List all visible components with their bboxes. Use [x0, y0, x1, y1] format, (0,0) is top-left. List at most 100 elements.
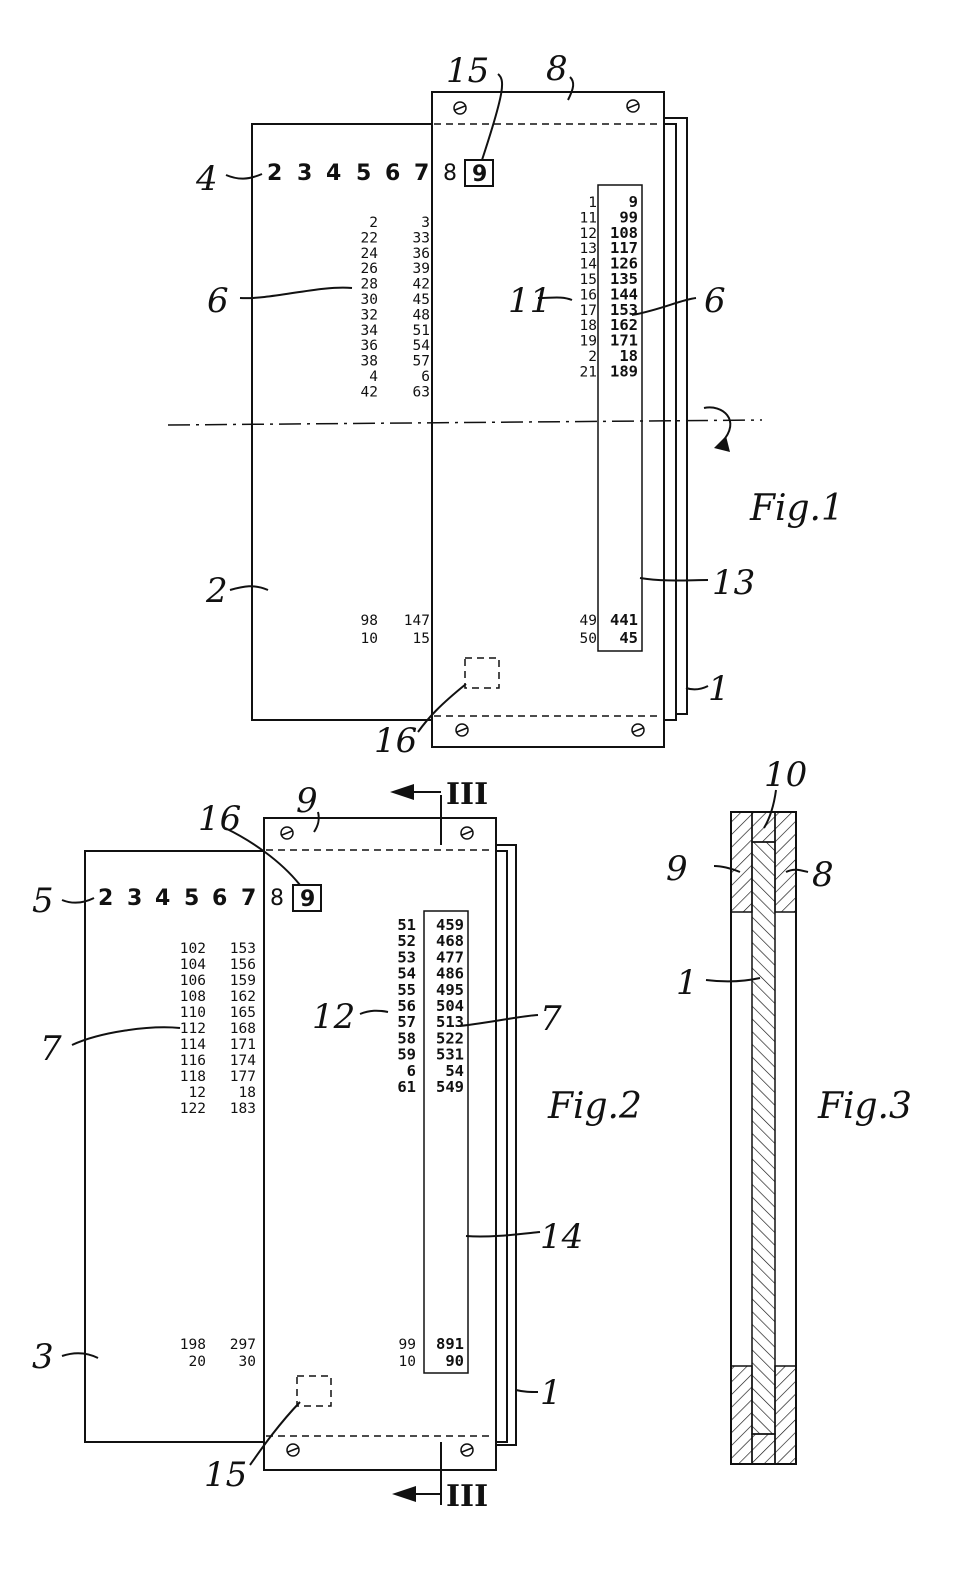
section-mark: III — [446, 777, 488, 812]
table-cell: 122 — [180, 1101, 206, 1117]
leader-line — [705, 977, 761, 983]
table-cell: 54 — [445, 1062, 464, 1080]
table-cell: 58 — [397, 1029, 416, 1047]
jaw-9-top — [730, 811, 753, 913]
header-digit: 6 — [212, 886, 227, 911]
header-digit: 3 — [297, 161, 312, 186]
table-cell: 57 — [413, 354, 430, 370]
dashed-square-15 — [296, 1375, 332, 1407]
table-cell: 52 — [397, 932, 416, 950]
table-cell: 177 — [230, 1069, 256, 1085]
table-cell: 522 — [436, 1029, 464, 1047]
table-cell: 189 — [610, 362, 638, 380]
table-cell: 102 — [180, 941, 206, 957]
box-16 — [292, 884, 322, 912]
table-cell: 30 — [361, 292, 378, 308]
table-cell: 15 — [413, 631, 430, 647]
screw-icon — [453, 101, 467, 115]
slider-8 — [431, 91, 665, 748]
table-cell: 162 — [610, 316, 638, 334]
table-cell: 57 — [397, 1013, 416, 1031]
leader-line — [417, 683, 467, 733]
table-cell: 10 — [361, 631, 378, 647]
figure-3: 10 9 8 1 Fig.3 — [666, 755, 912, 1465]
figure-2: III III 2 3 4 5 6 7 8 9 1021041061081101… — [32, 777, 642, 1514]
table-cell: 531 — [436, 1046, 464, 1064]
table-cell: 39 — [413, 261, 430, 277]
table-cell: 50 — [580, 631, 597, 647]
leader-line — [229, 585, 269, 591]
leader-line — [785, 868, 809, 873]
ref-label: 15 — [446, 51, 489, 91]
ref-label: 13 — [712, 563, 755, 603]
table-cell: 20 — [189, 1354, 206, 1370]
table-cell: 54 — [413, 338, 431, 354]
header-digit: 5 — [184, 886, 199, 911]
ref-label: 9 — [296, 781, 318, 821]
table-cell: 549 — [436, 1078, 464, 1096]
table-cell: 34 — [361, 323, 379, 339]
table-cell: 459 — [436, 916, 464, 934]
box-digit: 9 — [472, 162, 487, 187]
table-cell: 486 — [436, 965, 464, 983]
screw-icon — [280, 826, 294, 840]
header-row-5: 2 3 4 5 6 7 8 9 — [98, 884, 322, 912]
header-digit: 2 — [98, 886, 113, 911]
table-cell: 126 — [610, 255, 638, 273]
block-10-bottom — [751, 1433, 776, 1465]
screw-icon — [626, 99, 640, 113]
leader-line — [515, 1389, 539, 1393]
ref-label: 6 — [704, 281, 726, 321]
leader-line — [639, 577, 709, 582]
ref-label: 14 — [540, 1217, 583, 1257]
table-cell: 504 — [436, 997, 464, 1015]
leader-line — [225, 173, 263, 180]
window-13 — [597, 184, 643, 652]
leader-line — [685, 685, 709, 691]
table-cell: 99 — [399, 1337, 416, 1353]
figure-caption: Fig.1 — [749, 488, 844, 529]
jaw-8-top — [774, 811, 797, 913]
table-cell: 45 — [413, 292, 430, 308]
table-cell: 59 — [397, 1046, 416, 1064]
table-cell: 90 — [445, 1352, 464, 1370]
leader-line — [459, 1014, 539, 1027]
table-cell: 14 — [580, 257, 598, 273]
table-cell: 468 — [436, 932, 464, 950]
table-cell: 2 — [369, 215, 378, 231]
leader-line — [713, 865, 741, 873]
ref-label: 3 — [32, 1337, 54, 1377]
table-cell: 162 — [230, 989, 256, 1005]
table-cell: 51 — [413, 323, 430, 339]
table-cell: 45 — [619, 629, 638, 647]
ref-label: 7 — [540, 999, 562, 1039]
table-cell: 6 — [421, 369, 430, 385]
leader-line — [239, 286, 353, 300]
table-cell: 4 — [369, 369, 378, 385]
table-cell: 28 — [361, 277, 378, 293]
table-cell: 15 — [580, 272, 597, 288]
header-digit: 7 — [414, 161, 429, 186]
header-digit: 3 — [127, 886, 142, 911]
window-14 — [423, 910, 469, 1374]
leader-line — [631, 297, 697, 316]
table-cell: 32 — [361, 307, 378, 323]
ref-label: 2 — [205, 571, 228, 611]
screw-icon — [460, 826, 474, 840]
table-cell: 3 — [421, 215, 430, 231]
table-cell: 24 — [361, 246, 379, 262]
table-cell: 2 — [588, 349, 597, 365]
section-arrow-icon — [392, 1486, 441, 1502]
header-digit: 4 — [326, 161, 341, 186]
table-cell: 513 — [436, 1013, 464, 1031]
table-cell: 171 — [610, 332, 638, 350]
table-cell: 17 — [580, 303, 597, 319]
table-cell: 21 — [580, 364, 597, 380]
table-cell: 10 — [399, 1354, 416, 1370]
table-cell: 9 — [629, 193, 638, 211]
ref-label: 9 — [666, 849, 688, 889]
